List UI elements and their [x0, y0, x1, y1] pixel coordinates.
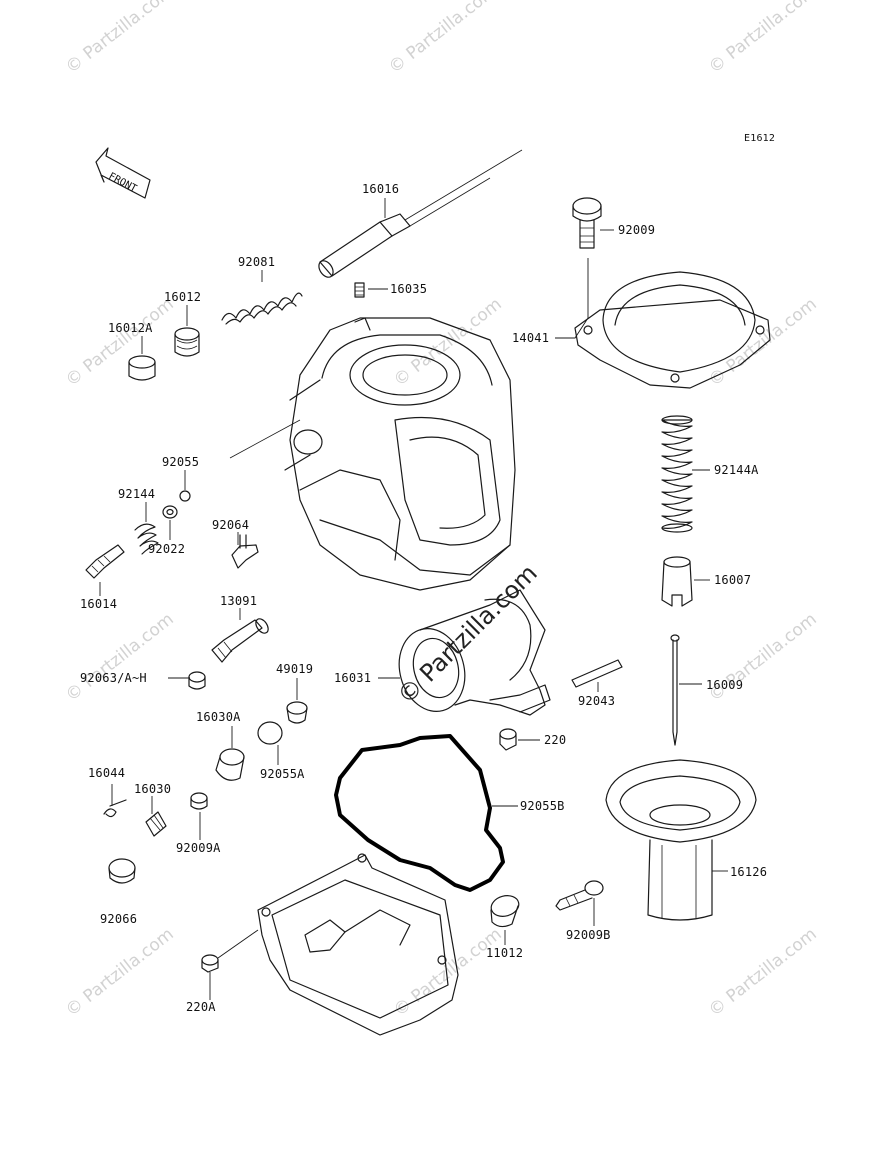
- part-label-16016[interactable]: 16016: [362, 182, 400, 196]
- part-label-92066[interactable]: 92066: [100, 912, 138, 926]
- part-label-16030A[interactable]: 16030A: [196, 710, 241, 724]
- part-label-92055B[interactable]: 92055B: [520, 799, 565, 813]
- carburetor-body-icon: [229, 317, 516, 591]
- part-label-92009[interactable]: 92009: [618, 223, 656, 237]
- part-16009-needle-icon: [670, 634, 680, 746]
- part-16012-icon: [174, 327, 200, 357]
- part-92009A-icon: [190, 792, 208, 810]
- part-92066-plug-icon: [108, 858, 136, 884]
- part-label-92063[interactable]: 92063/A~H: [80, 671, 147, 685]
- part-92064-icon: [231, 534, 259, 569]
- part-label-16007[interactable]: 16007: [714, 573, 752, 587]
- part-16035-icon: [354, 282, 365, 298]
- part-label-16009[interactable]: 16009: [706, 678, 744, 692]
- front-label: FRONT: [107, 171, 139, 195]
- part-220A-screw-icon: [201, 954, 219, 973]
- part-label-16044[interactable]: 16044: [88, 766, 126, 780]
- part-16030A-icon: [215, 748, 245, 781]
- part-49019-icon: [286, 701, 308, 724]
- part-92043-pin-icon: [571, 659, 623, 688]
- part-92055-oring-icon: [179, 490, 191, 502]
- part-label-92144[interactable]: 92144: [118, 487, 156, 501]
- part-label-49019[interactable]: 49019: [276, 662, 314, 676]
- part-label-92144A[interactable]: 92144A: [714, 463, 759, 477]
- float-bowl-icon: [257, 853, 459, 1036]
- part-label-92022[interactable]: 92022: [148, 542, 186, 556]
- part-label-92009B[interactable]: 92009B: [566, 928, 611, 942]
- part-92009B-screw-icon: [555, 880, 604, 911]
- part-16014-screw-icon: [85, 544, 125, 579]
- part-label-92081[interactable]: 92081: [238, 255, 276, 269]
- part-label-11012[interactable]: 11012: [486, 946, 524, 960]
- part-label-16012[interactable]: 16012: [164, 290, 202, 304]
- part-label-220A[interactable]: 220A: [186, 1000, 216, 1014]
- leader-lines: [99, 198, 728, 1000]
- part-16044-clip-icon: [103, 799, 127, 818]
- part-220-screw-icon: [499, 728, 517, 751]
- part-92063-jet-icon: [188, 671, 206, 690]
- part-14041-cover-icon: [574, 271, 771, 389]
- front-arrow-icon: FRONT: [95, 147, 151, 199]
- part-label-92009A[interactable]: 92009A: [176, 841, 221, 855]
- part-label-16030[interactable]: 16030: [134, 782, 172, 796]
- part-label-92043[interactable]: 92043: [578, 694, 616, 708]
- part-label-16014[interactable]: 16014: [80, 597, 118, 611]
- part-16016-icon: [318, 149, 523, 278]
- part-92081-spring-icon: [221, 292, 303, 325]
- part-16030-icon: [145, 811, 167, 837]
- part-92009-screw-icon: [572, 197, 602, 249]
- diagram-code: E1612: [744, 133, 776, 144]
- part-13091-icon: [211, 618, 269, 663]
- part-92144-spring-icon: [134, 523, 159, 555]
- part-92022-washer-icon: [162, 505, 178, 519]
- part-label-92055A[interactable]: 92055A: [260, 767, 305, 781]
- part-label-16012A[interactable]: 16012A: [108, 321, 153, 335]
- part-label-16126[interactable]: 16126: [730, 865, 768, 879]
- part-92055A-oring-icon: [257, 721, 283, 745]
- part-16012A-icon: [128, 355, 156, 381]
- part-16031-icon: [398, 589, 551, 716]
- part-label-13091[interactable]: 13091: [220, 594, 258, 608]
- part-92144A-spring-icon: [661, 415, 693, 533]
- part-label-16035[interactable]: 16035: [390, 282, 428, 296]
- part-label-92064[interactable]: 92064: [212, 518, 250, 532]
- part-16126-piston-icon: [605, 759, 757, 921]
- part-label-220[interactable]: 220: [544, 733, 567, 747]
- part-92055B-gasket-icon: [334, 734, 505, 892]
- part-label-14041[interactable]: 14041: [512, 331, 550, 345]
- part-11012-icon: [490, 895, 520, 928]
- part-label-92055[interactable]: 92055: [162, 455, 200, 469]
- part-16007-holder-icon: [661, 556, 693, 607]
- part-label-16031[interactable]: 16031: [334, 671, 372, 685]
